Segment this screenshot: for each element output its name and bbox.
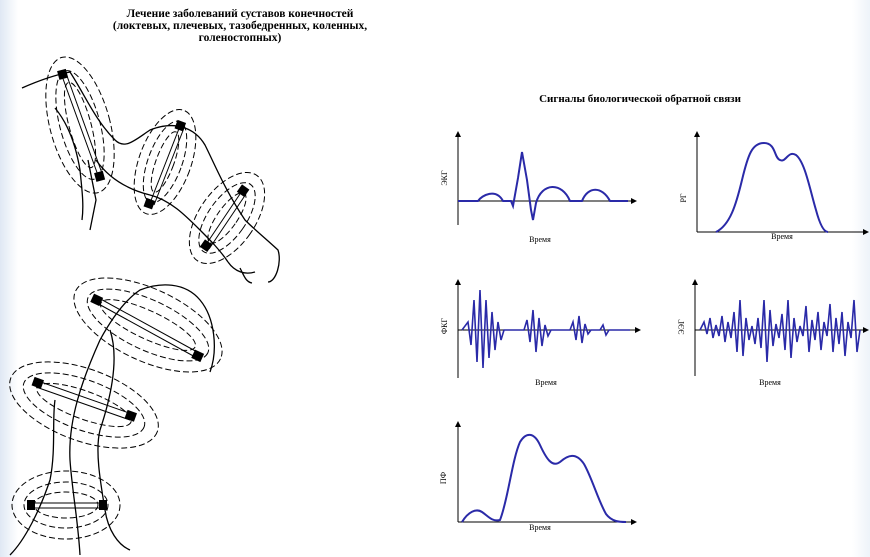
left-title-line-2: (локтевых, плечевых, тазобедренных, коле… — [112, 20, 368, 32]
plot-ekg-xlabel: Время — [529, 235, 551, 244]
right-title: Сигналы биологической обратной связи — [539, 93, 741, 105]
plot-pf: Время ПФ — [439, 421, 637, 532]
plot-pf-ylabel: ПФ — [439, 472, 448, 484]
left-title-line-1: Лечение заболеваний суставов конечностей — [126, 8, 354, 20]
plot-rg-ylabel: РГ — [679, 193, 688, 202]
plot-fkg: Время ФКГ — [440, 279, 641, 387]
plot-fkg-xlabel: Время — [535, 378, 557, 387]
plot-fkg-ylabel: ФКГ — [440, 317, 449, 334]
plot-rg: Время РГ — [679, 131, 869, 241]
plot-fkg-signal — [461, 289, 630, 369]
plot-eeg-ylabel: ЭЭГ — [677, 319, 686, 335]
plot-rg-xlabel: Время — [771, 232, 793, 241]
electrode-fields — [9, 56, 266, 540]
left-title-line-3: голеностопных) — [198, 32, 282, 44]
electrode-links — [30, 75, 247, 509]
plot-ekg-signal — [458, 151, 628, 221]
plot-eeg-xlabel: Время — [759, 378, 781, 387]
plot-pf-signal — [461, 433, 627, 523]
plot-pf-xlabel: Время — [529, 523, 551, 532]
electrodes — [27, 68, 250, 510]
plot-rg-signal — [715, 141, 829, 233]
left-title: Лечение заболеваний суставов конечностей… — [40, 8, 440, 44]
plot-eeg: Время ЭЭГ — [677, 279, 869, 387]
plot-ekg: Время ЭКГ — [440, 131, 637, 244]
leg-outline — [9, 284, 215, 556]
plot-ekg-ylabel: ЭКГ — [440, 170, 449, 186]
plot-eeg-signal — [699, 299, 861, 363]
